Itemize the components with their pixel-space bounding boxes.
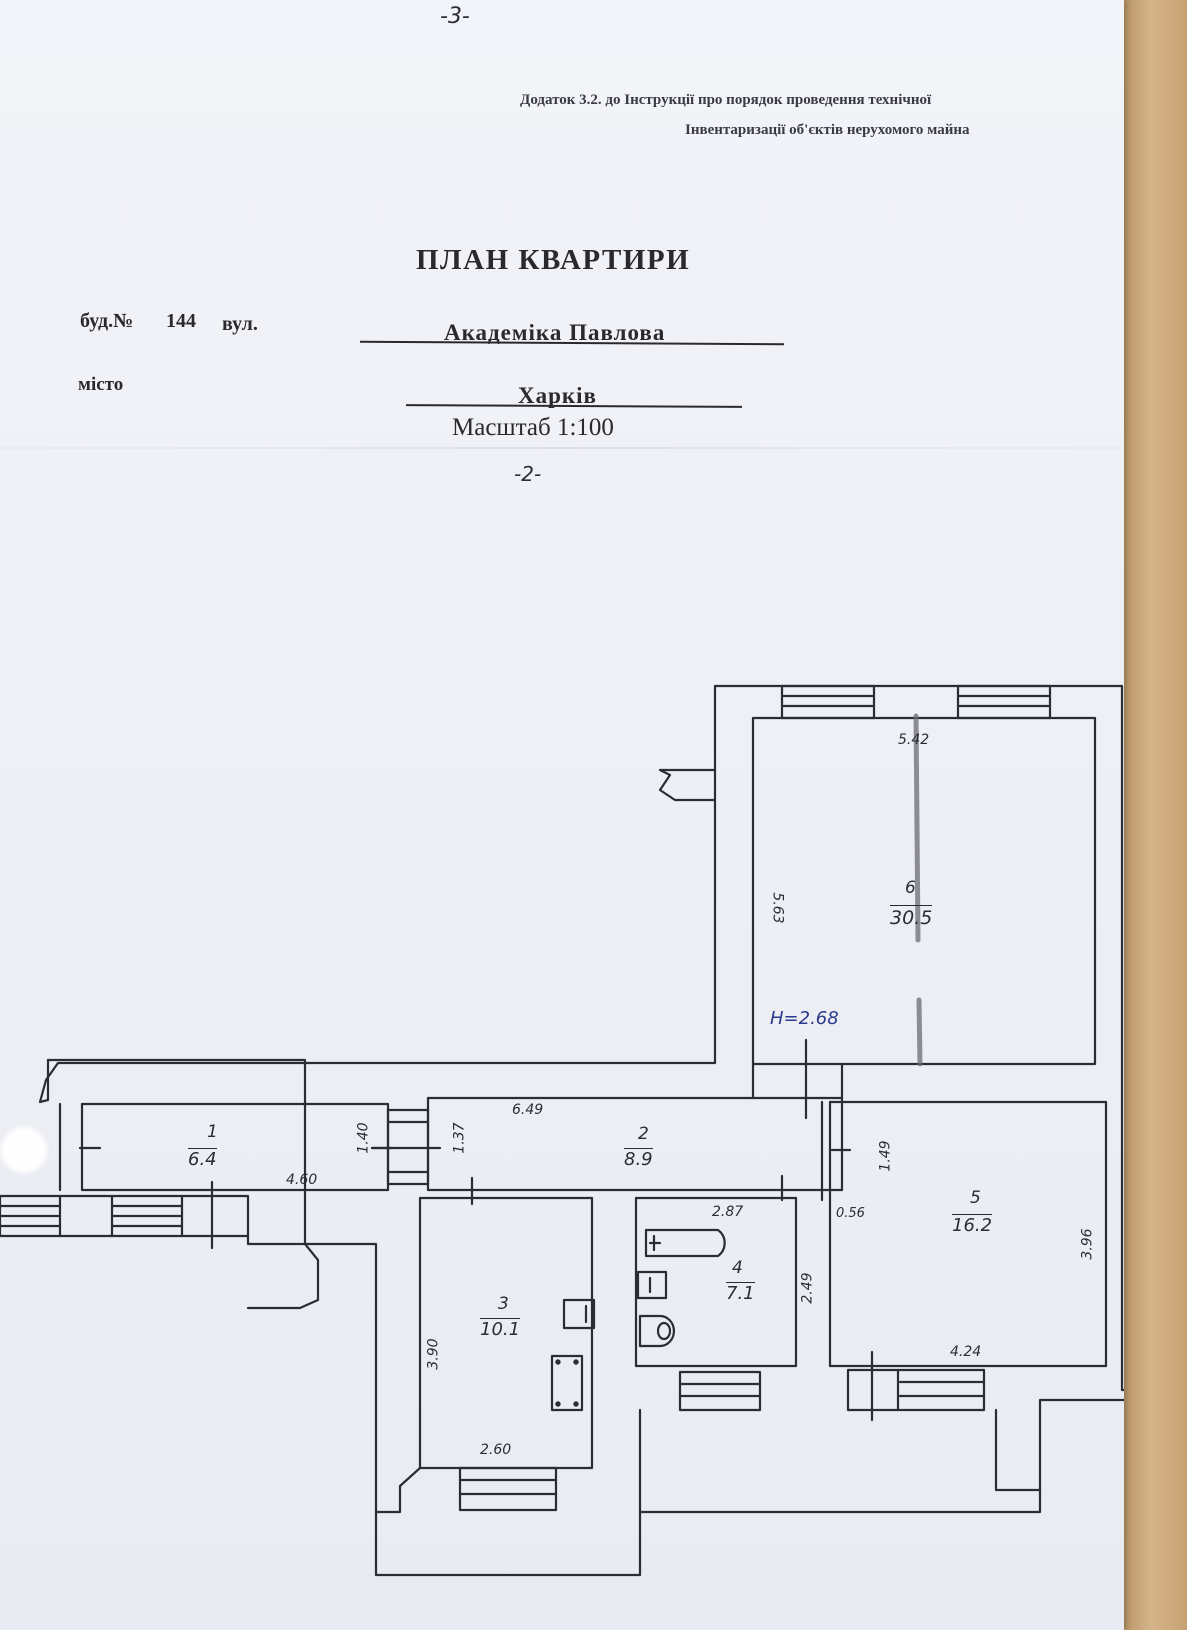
- ceiling-height: H=2.68: [770, 1008, 839, 1029]
- camera-glare: [0, 1120, 52, 1180]
- dim-room-6-height: 5.63: [769, 892, 786, 924]
- room-6-number: 6: [905, 878, 916, 898]
- scale-label: Масштаб 1:100: [452, 414, 614, 441]
- city-value: Харків: [518, 383, 597, 408]
- outer-wall: [46, 684, 1124, 1577]
- room-4-number: 4: [732, 1258, 743, 1278]
- bathtub-icon: [644, 1228, 726, 1258]
- room-2-outline: [426, 1096, 844, 1192]
- room-5-number: 5: [970, 1188, 981, 1208]
- room-6-outline: [751, 716, 1097, 1066]
- dim-room-5-height: 3.96: [1079, 1228, 1096, 1260]
- room-1-area: 6.4: [188, 1148, 217, 1170]
- dim-room-3-height: 3.90: [425, 1338, 442, 1370]
- marker-stroke: [913, 713, 921, 943]
- appendix-note-line2: Інвентаризації об'єктів нерухомого майна: [685, 122, 970, 138]
- dim-room-2-height: 1.37: [451, 1122, 468, 1154]
- dim-room-2-right: 1.49: [877, 1140, 894, 1172]
- dim-room-6-width: 5.42: [898, 732, 930, 748]
- window-room-6-left: [780, 684, 876, 720]
- dim-room-2-width: 6.49: [512, 1102, 544, 1118]
- room-2-area: 8.9: [624, 1148, 653, 1170]
- dim-room-4-height: 2.49: [799, 1272, 816, 1304]
- room-2-number: 2: [638, 1124, 649, 1144]
- paper-fold: [0, 447, 1124, 449]
- page-number: -3-: [440, 4, 470, 29]
- marker-stroke: [916, 997, 923, 1067]
- room-5-area: 16.2: [952, 1214, 993, 1236]
- city-label: місто: [78, 374, 124, 395]
- room-3-area: 10.1: [480, 1318, 521, 1340]
- entrance-window: [0, 1180, 250, 1250]
- dim-room-1-width: 4.60: [286, 1172, 318, 1188]
- left-wing-wall: [38, 798, 717, 1104]
- dim-room-4-width: 2.87: [712, 1204, 744, 1220]
- window-room-4: [678, 1370, 762, 1412]
- stove-icon: [550, 1354, 584, 1412]
- room-4-outline: [634, 1196, 798, 1368]
- dim-room-5-offset: 0.56: [836, 1206, 865, 1221]
- room-1-outline: [80, 1102, 390, 1192]
- room-3-number: 3: [498, 1294, 509, 1314]
- desk-background: [1122, 0, 1187, 1630]
- dim-room-5-width: 4.24: [950, 1344, 982, 1360]
- window-room-6-right: [956, 684, 1052, 720]
- room-5-outline: [828, 1100, 1108, 1368]
- washbasin-icon: [636, 1270, 668, 1300]
- window-room-5: [846, 1350, 986, 1422]
- room-1-number: 1: [207, 1122, 218, 1142]
- building-number: 144: [166, 310, 196, 332]
- sheet-mark: -2-: [514, 462, 542, 486]
- room-4-area: 7.1: [726, 1282, 755, 1304]
- window-room-3: [458, 1466, 558, 1512]
- dim-room-3-width: 2.60: [480, 1442, 512, 1458]
- floor-plan: [0, 684, 1124, 1577]
- room-6-area: 30.5: [890, 905, 933, 929]
- toilet-icon: [638, 1314, 675, 1348]
- building-label: буд.№: [80, 310, 134, 332]
- outer-wall-left: [658, 684, 717, 802]
- document-sheet: -3- Додаток 3.2. до Інструкції про поряд…: [0, 0, 1124, 1630]
- street-label: вул.: [222, 313, 258, 335]
- sink-icon: [562, 1298, 596, 1330]
- page-title: ПЛАН КВАРТИРИ: [416, 244, 691, 276]
- dim-room-1-height: 1.40: [355, 1122, 372, 1154]
- appendix-note-line1: Додаток 3.2. до Інструкції про порядок п…: [520, 92, 932, 108]
- street-value: Академіка Павлова: [444, 320, 666, 345]
